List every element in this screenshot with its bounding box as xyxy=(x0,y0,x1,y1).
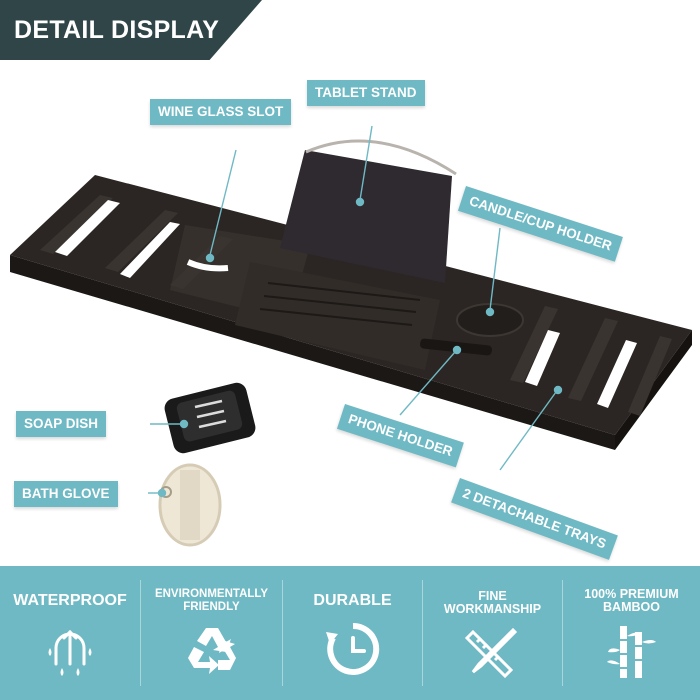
feature-label: DURABLE xyxy=(313,592,392,609)
bath-caddy-illustration xyxy=(10,139,692,547)
feature-label-line1: FINE xyxy=(478,589,507,603)
soap-dish-image xyxy=(164,382,256,454)
feature-label-line2: BAMBOO xyxy=(603,600,660,614)
recycle-icon xyxy=(187,628,236,674)
feature-divider xyxy=(422,580,423,686)
feature-label-line2: WORKMANSHIP xyxy=(443,602,542,616)
bath-glove-image xyxy=(158,463,222,547)
feature-durable: DURABLE xyxy=(283,566,422,700)
feature-label-line1: 100% PREMIUM xyxy=(584,587,679,601)
feature-divider xyxy=(562,580,563,686)
features-bar: WATERPROOF ENVIRONMENTALLY FRIENDLY xyxy=(0,566,700,700)
pencil-ruler-icon xyxy=(464,627,517,678)
callout-wine-glass-slot: WINE GLASS SLOT xyxy=(150,99,292,125)
feature-environmentally-friendly: ENVIRONMENTALLY FRIENDLY xyxy=(141,566,282,700)
feature-label: WATERPROOF xyxy=(13,592,127,609)
page-title: DETAIL DISPLAY xyxy=(14,16,220,44)
waterproof-icon xyxy=(48,629,92,676)
callout-tablet-stand: TABLET STAND xyxy=(307,80,425,106)
feature-fine-workmanship: FINE WORKMANSHIP xyxy=(423,566,562,700)
header-tab xyxy=(0,0,262,60)
feature-label-line1: ENVIRONMENTALLY xyxy=(154,588,269,600)
bamboo-icon xyxy=(606,626,656,678)
feature-label-line2: FRIENDLY xyxy=(183,601,240,613)
feature-divider xyxy=(140,580,141,686)
callout-soap-dish: SOAP DISH xyxy=(16,411,107,437)
feature-divider xyxy=(282,580,283,686)
feature-premium-bamboo: 100% PREMIUM BAMBOO xyxy=(563,566,700,700)
feature-waterproof: WATERPROOF xyxy=(0,566,140,700)
clock-arrow-icon xyxy=(325,622,379,675)
callout-bath-glove: BATH GLOVE xyxy=(14,481,118,507)
